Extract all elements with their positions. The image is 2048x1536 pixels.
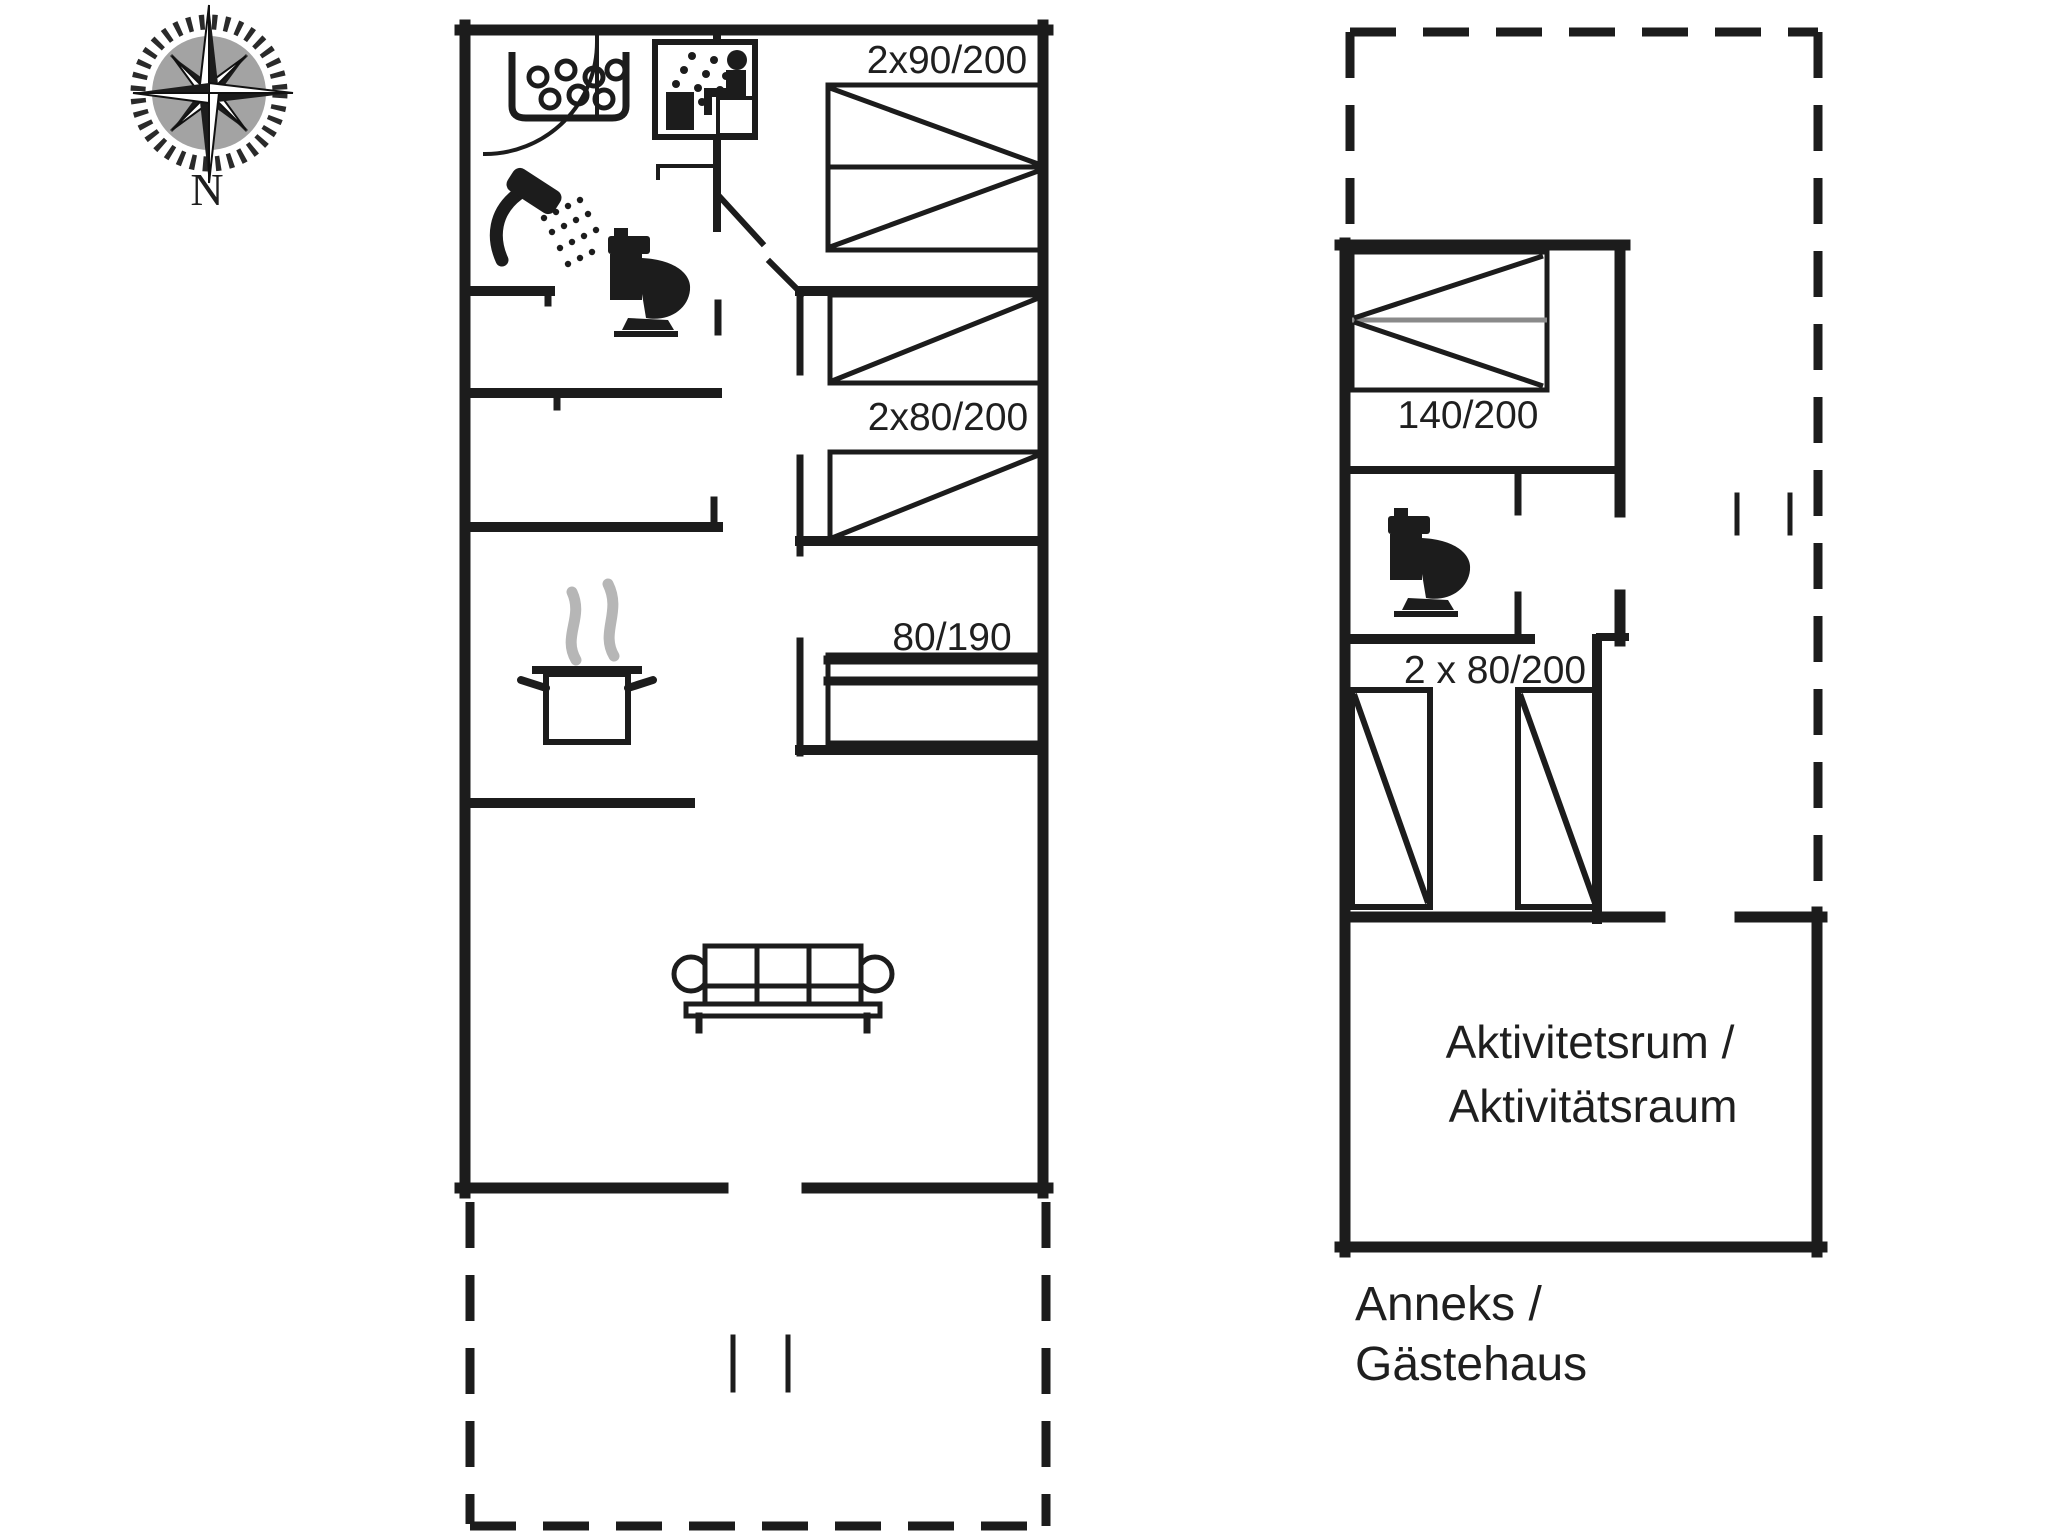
bed-bunk-main — [823, 652, 1048, 746]
annex-caption-line1: Anneks / — [1355, 1278, 1542, 1331]
toilet-icon — [608, 228, 691, 337]
activity-room-label-line2: Aktivitätsraum — [1449, 1080, 1738, 1132]
bed-twin-main-label: 2x80/200 — [868, 396, 1028, 439]
activity-room-label-line1: Aktivitetsrum / — [1446, 1016, 1735, 1068]
annex-terrace-outline — [1345, 27, 1823, 912]
toilet-icon-annex — [1388, 508, 1471, 617]
main-terrace-outline — [465, 1202, 1051, 1531]
north-label: N — [190, 164, 223, 215]
main-house: 2x90/200 2x80/200 80/190 — [454, 19, 1054, 1531]
compass-rose-icon — [130, 4, 294, 184]
bed-double-annex-label: 140/200 — [1398, 394, 1539, 437]
whirlpool-icon — [508, 52, 630, 122]
bed-twin-annex — [1349, 687, 1600, 910]
cooking-pot-icon — [517, 578, 657, 745]
annex-caption-line2: Gästehaus — [1355, 1338, 1587, 1391]
sofa-icon — [671, 943, 895, 1034]
annex: 140/200 2 x 80/200 Aktivitetsrum / Aktiv… — [1334, 27, 1828, 1391]
bed-double-main — [825, 82, 1046, 253]
bed-twin-main — [827, 292, 1046, 543]
bed-double-main-label: 2x90/200 — [867, 39, 1027, 82]
bed-double-annex — [1349, 249, 1550, 393]
sauna-icon — [652, 39, 758, 140]
bed-bunk-main-label: 80/190 — [892, 616, 1011, 659]
shower-icon — [489, 167, 600, 268]
bed-twin-annex-label: 2 x 80/200 — [1404, 649, 1586, 692]
